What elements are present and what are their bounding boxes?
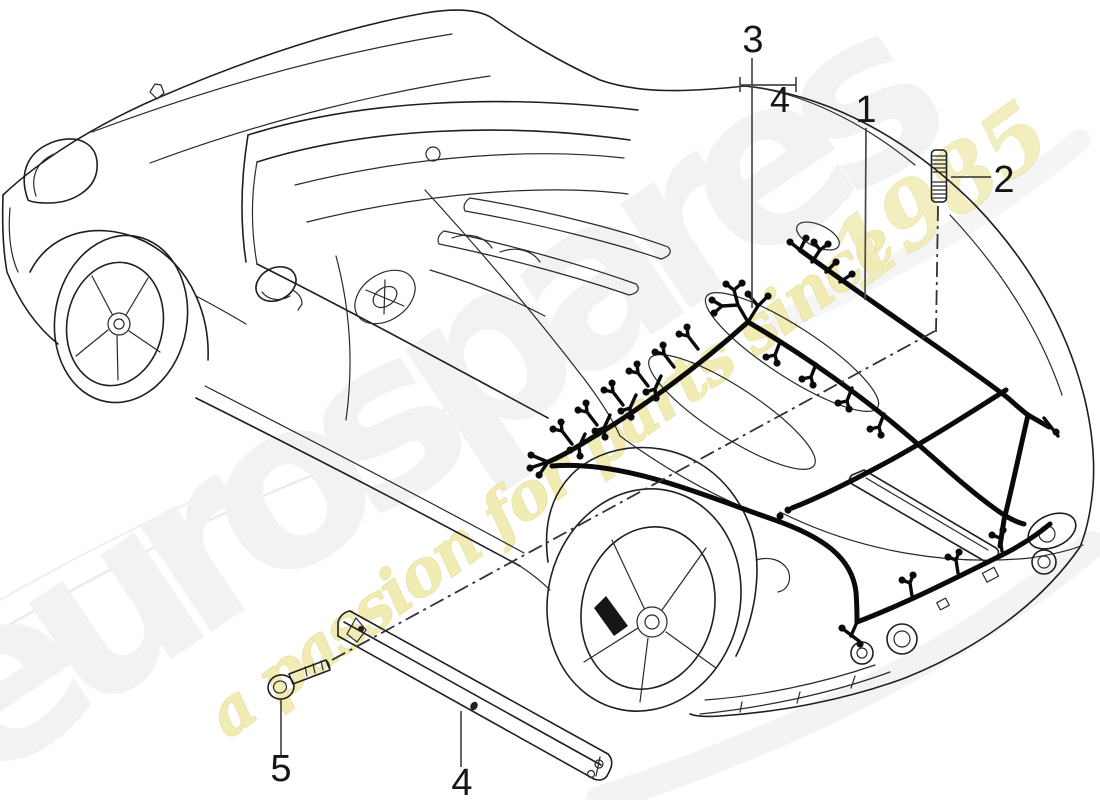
callout-2-label[interactable]: 2 <box>993 159 1014 201</box>
part-sill-rail <box>337 610 613 781</box>
door-sill <box>195 385 551 591</box>
callout-4-top-label[interactable]: 4 <box>770 79 790 120</box>
front-wheel <box>29 229 247 404</box>
side-mirror <box>255 265 303 311</box>
wiring-harness <box>526 234 1060 648</box>
part-screw <box>267 659 331 700</box>
body-outline <box>1 9 1095 718</box>
callout-1-label[interactable]: 1 <box>855 89 876 131</box>
watermark-wordmark: eurospares <box>0 0 983 800</box>
callout-5-label[interactable]: 5 <box>270 748 291 790</box>
rear-diffuser <box>699 664 891 715</box>
leader-lines <box>280 58 991 767</box>
callout-4-bottom-label[interactable]: 4 <box>451 762 472 800</box>
watermark-swoosh <box>749 129 1091 341</box>
watermark-swoosh <box>0 418 472 632</box>
engine-deck <box>424 189 880 529</box>
porsche-crest-icon <box>149 83 165 100</box>
callout-3-label[interactable]: 3 <box>742 19 763 61</box>
rear-wheel <box>545 446 758 712</box>
alignment-line-rail <box>331 330 936 661</box>
bracket-3-4 <box>739 77 797 92</box>
exhaust-tips <box>850 623 918 665</box>
watermark-swoosh <box>0 407 451 601</box>
headlight <box>23 138 98 204</box>
tail-light <box>755 512 1077 611</box>
car-line-art <box>1 9 1095 718</box>
leader-line-1 <box>864 127 867 301</box>
targa-roof <box>241 100 639 421</box>
cockpit-interior <box>354 234 546 325</box>
alignment-line-stud <box>935 205 939 333</box>
watermark-swoosh <box>586 531 1100 800</box>
part-stud <box>930 149 948 203</box>
callouts: 3 4 1 2 5 4 <box>270 19 1014 800</box>
